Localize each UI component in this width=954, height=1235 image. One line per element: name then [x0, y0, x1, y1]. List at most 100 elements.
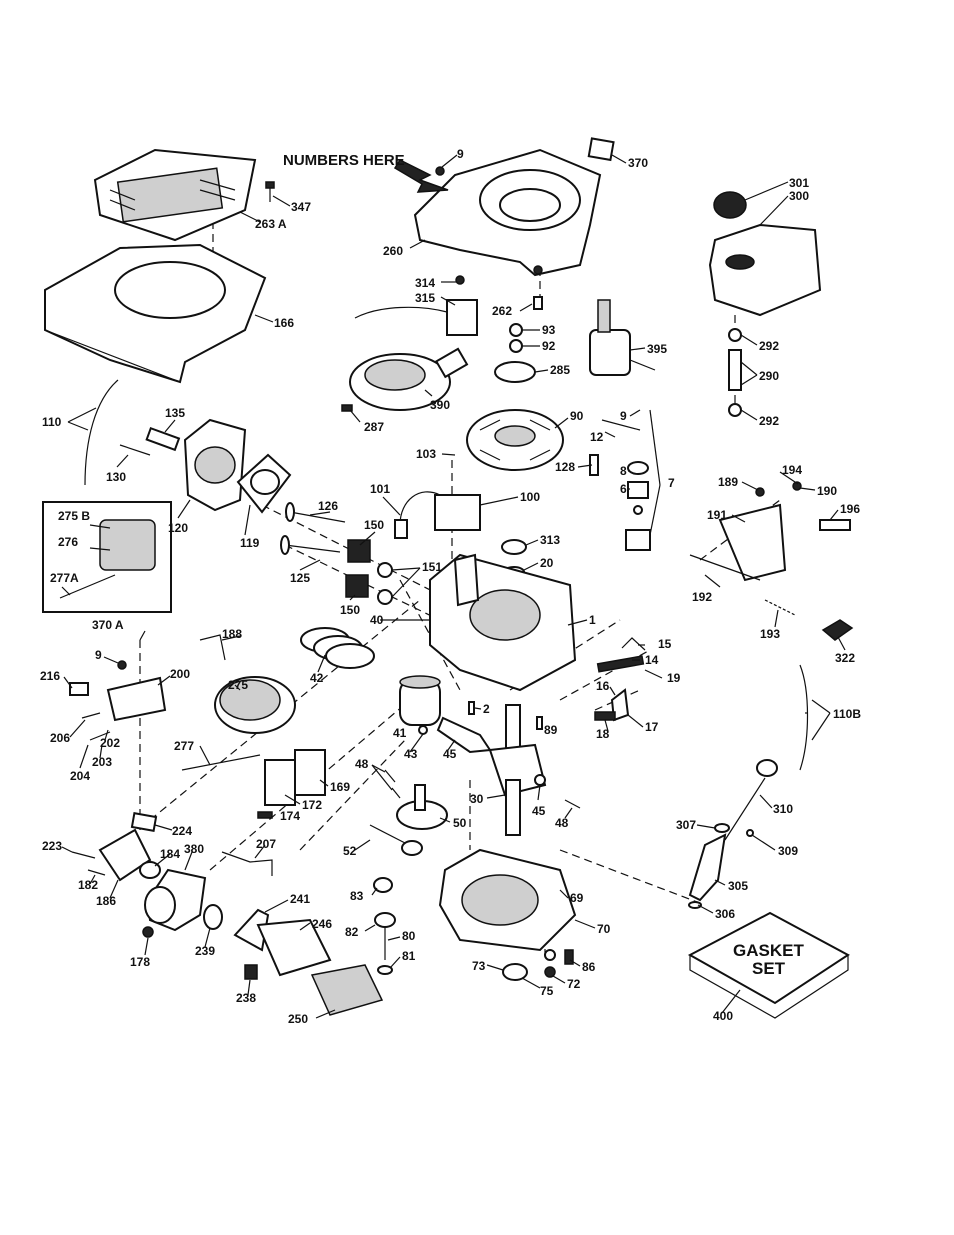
bolt-130-part — [119, 444, 151, 456]
engine-shroud-part — [44, 243, 267, 384]
part-label: 186 — [96, 894, 116, 908]
tappet-part — [369, 824, 423, 856]
part-label: 314 — [415, 276, 435, 290]
part-label: 80 — [402, 929, 416, 943]
part-label: 82 — [345, 925, 359, 939]
part-label: 30 — [470, 792, 484, 806]
part-label: 380 — [184, 842, 204, 856]
part-label: 20 — [540, 556, 554, 570]
bolt-277-part — [181, 754, 261, 771]
part-label: 184 — [160, 847, 180, 861]
part-label: 307 — [676, 818, 696, 832]
part-label: 18 — [596, 727, 610, 741]
part-label: 52 — [343, 844, 357, 858]
ignition-module-part — [394, 491, 481, 539]
part-label: 15 — [658, 637, 672, 651]
governor-arm-part — [594, 688, 630, 722]
nut-9-part — [435, 166, 445, 176]
part-label: 290 — [759, 369, 779, 383]
part-label: 110 — [42, 415, 62, 429]
part-label: 238 — [236, 991, 256, 1005]
throttle-bracket-part — [69, 660, 167, 741]
part-label: 315 — [415, 291, 435, 305]
part-label: 73 — [472, 959, 486, 973]
part-label: 70 — [597, 922, 611, 936]
part-label: 194 — [782, 463, 802, 477]
part-label: 9 — [457, 147, 464, 161]
nut-45-part — [534, 774, 546, 786]
retainer-151a-part — [377, 562, 393, 578]
valve-springs-part — [345, 539, 371, 598]
gasket-set-line2: SET — [752, 959, 786, 978]
part-label: 292 — [759, 414, 779, 428]
plate-224-part — [130, 812, 158, 832]
part-label: 19 — [667, 671, 681, 685]
oil-sump-part — [438, 848, 577, 952]
part-label: 75 — [540, 984, 554, 998]
part-label: 110B — [833, 707, 861, 721]
connecting-rod-part — [436, 716, 492, 754]
fuel-line-part — [728, 328, 742, 417]
part-label: 395 — [647, 342, 667, 356]
part-label: 200 — [170, 667, 190, 681]
part-label: 246 — [312, 917, 332, 931]
piston-rings-part — [300, 627, 375, 669]
part-label: 48 — [555, 816, 569, 830]
part-label: 7 — [668, 476, 675, 490]
bolt-262-part — [533, 296, 543, 310]
gasket-set-line1: GASKET — [733, 941, 804, 960]
part-label: 48 — [355, 757, 369, 771]
part-label: 204 — [70, 769, 90, 783]
part-label: 92 — [542, 339, 556, 353]
part-label: 241 — [290, 892, 310, 906]
part-label: 178 — [130, 955, 150, 969]
part-label: 81 — [402, 949, 416, 963]
spring-193-part — [764, 599, 796, 616]
part-label: 276 — [58, 535, 78, 549]
governor-shaft-part — [596, 637, 646, 673]
numbers-here-label: NUMBERS HERE — [283, 152, 405, 169]
part-label: 292 — [759, 339, 779, 353]
ring-239-part — [203, 904, 223, 930]
brake-assembly-part — [354, 275, 478, 336]
part-label: 189 — [718, 475, 738, 489]
part-label: 370 A — [92, 618, 124, 632]
part-label: 151 — [422, 560, 442, 574]
gasket-169-part — [294, 749, 326, 796]
governor-gear-part — [373, 877, 396, 975]
part-label: 203 — [92, 755, 112, 769]
part-label: 193 — [760, 627, 780, 641]
crankshaft-part — [488, 704, 547, 836]
part-label: 239 — [195, 944, 215, 958]
gasket-370-part — [587, 137, 615, 162]
control-bracket-part — [689, 481, 851, 582]
part-label: 150 — [364, 518, 384, 532]
head-gasket-part — [236, 453, 292, 514]
part-label: 322 — [835, 651, 855, 665]
part-label: 1 — [589, 613, 596, 627]
part-label: 390 — [430, 398, 450, 412]
part-label: 277A — [50, 571, 79, 585]
part-label: 166 — [274, 316, 294, 330]
part-label: 223 — [42, 839, 62, 853]
gasket-set-part — [687, 911, 850, 1019]
flywheel-part — [466, 409, 564, 471]
top-cover-part — [93, 148, 257, 242]
bolts-48-part — [384, 769, 581, 809]
part-label: 285 — [550, 363, 570, 377]
part-label: 275 — [228, 678, 248, 692]
part-label: 119 — [240, 536, 260, 550]
part-label: 42 — [310, 671, 324, 685]
part-label: 16 — [596, 679, 610, 693]
part-label: 202 — [100, 736, 120, 750]
part-label: 347 — [291, 200, 311, 214]
part-label: 89 — [544, 723, 558, 737]
part-label: 14 — [645, 653, 659, 667]
part-label: 287 — [364, 420, 384, 434]
part-label: 277 — [174, 739, 194, 753]
part-label: 196 — [840, 502, 860, 516]
cylinder-head-part — [183, 418, 247, 512]
part-label: 190 — [817, 484, 837, 498]
part-label: 250 — [288, 1012, 308, 1026]
part-label: 207 — [256, 837, 276, 851]
